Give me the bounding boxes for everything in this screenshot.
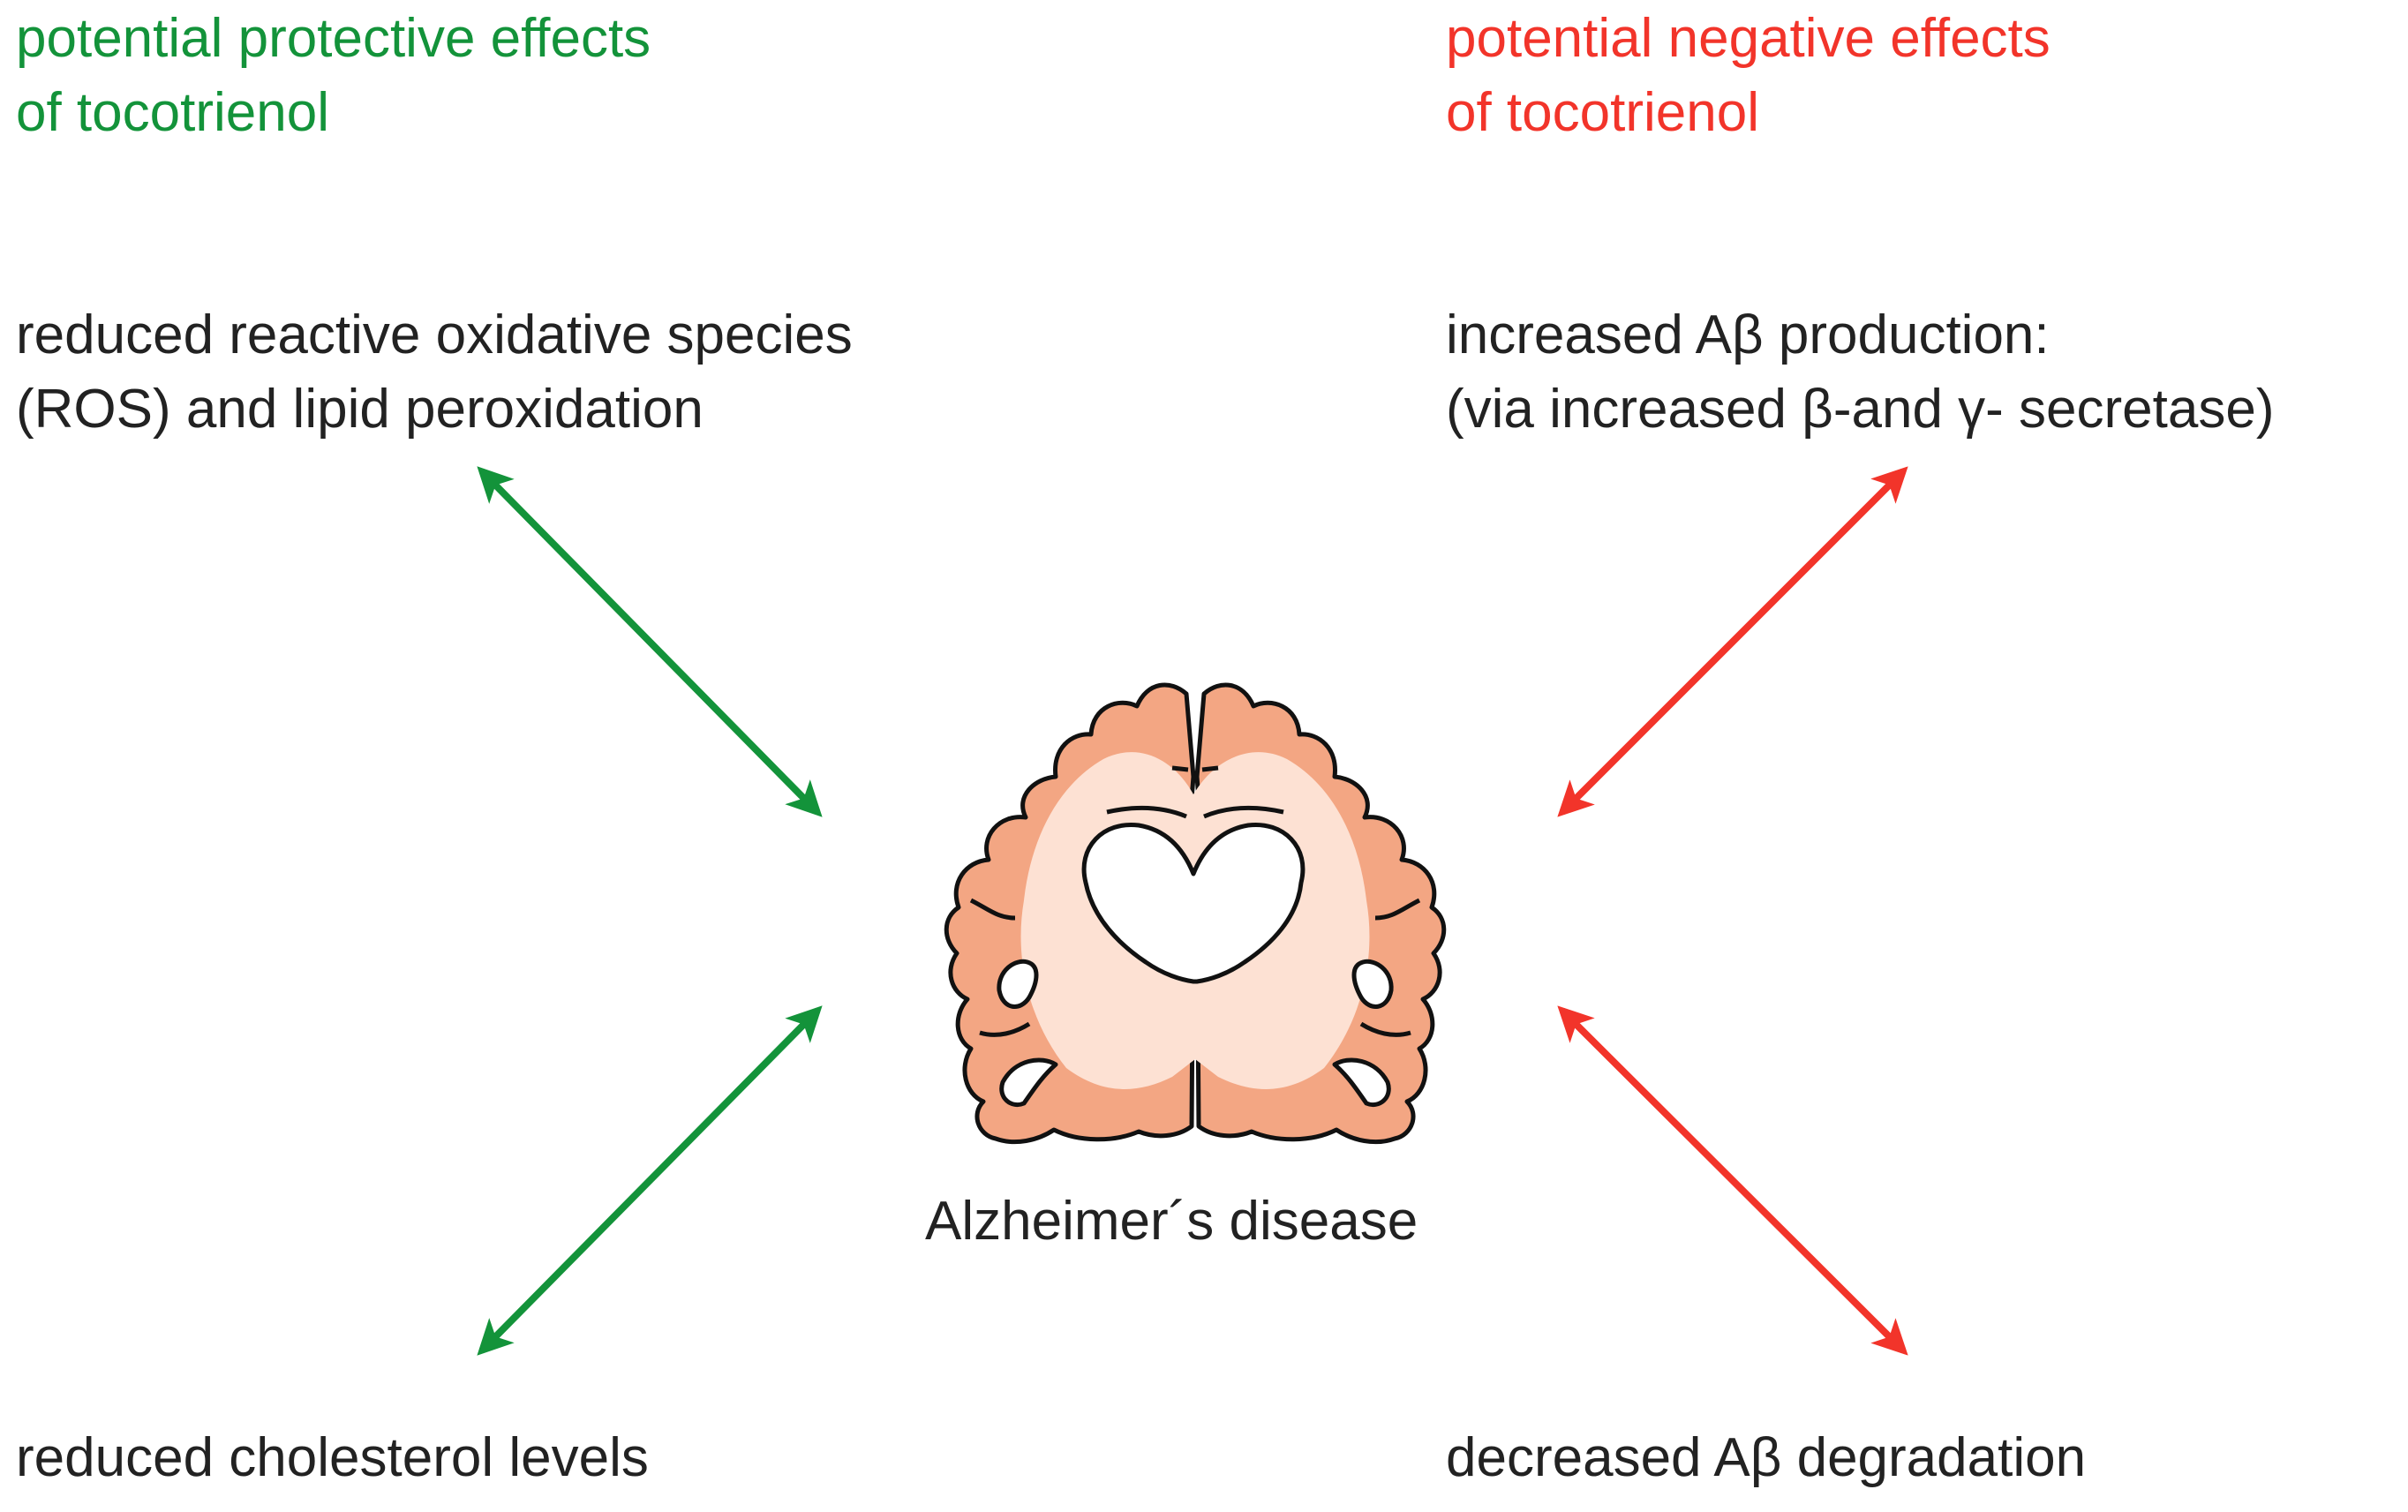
cholesterol-effect-label: reduced cholesterol levels [16, 1427, 649, 1488]
protective-header-line2: of tocotrienol [16, 82, 329, 143]
protective-header: potential protective effects of tocotrie… [16, 2, 651, 150]
ab-degradation-label: decreased Aβ degradation [1446, 1427, 2087, 1488]
arrow-cholesterol [477, 1005, 823, 1356]
negative-header-line2: of tocotrienol [1446, 82, 1759, 143]
ab-production-line1: increased Aβ production: [1446, 305, 2050, 365]
ros-effect-label: reduced reactive oxidative species (ROS)… [16, 298, 853, 447]
negative-header: potential negative effects of tocotrieno… [1446, 2, 2051, 150]
ros-effect-line2: (ROS) and lipid peroxidation [16, 379, 704, 440]
arrow-ros [477, 466, 823, 817]
ab-production-label: increased Aβ production: (via increased … [1446, 298, 2274, 447]
center-label: Alzheimer´s disease [925, 1191, 1418, 1252]
arrow-ab-production [1557, 466, 1908, 817]
lateral-ventricles [1081, 822, 1306, 984]
ros-effect-line1: reduced reactive oxidative species [16, 305, 853, 365]
brain-coronal-section-icon [944, 682, 1447, 1145]
ab-production-line2: (via increased β-and γ- secretase) [1446, 379, 2275, 440]
negative-header-line1: potential negative effects [1446, 8, 2051, 69]
arrow-ab-degradation [1557, 1005, 1908, 1356]
protective-header-line1: potential protective effects [16, 8, 651, 69]
